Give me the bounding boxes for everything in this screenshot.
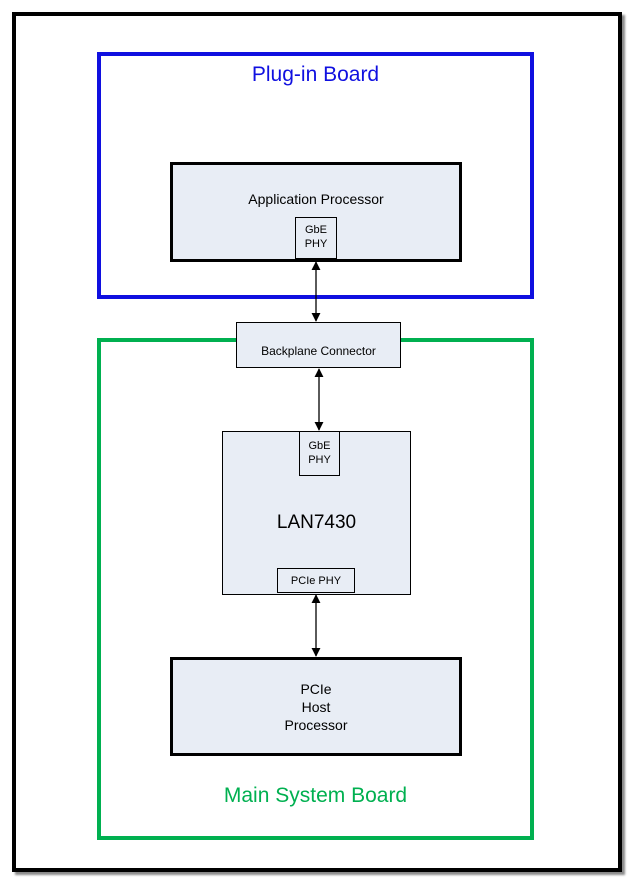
plugin-board-title: Plug-in Board	[251, 63, 380, 86]
gbe-phy-line1: GbE	[304, 224, 327, 236]
lan-gbe-phy-line2: PHY	[308, 454, 331, 466]
pcie-host-processor-label: PCIe Host Processor	[173, 680, 459, 734]
backplane-connector-label: Backplane Connector	[261, 344, 376, 358]
lan7430-pcie-phy: PCIe PHY	[277, 568, 355, 593]
main-system-board-title: Main System Board	[223, 784, 408, 807]
gbe-phy-line2: PHY	[304, 238, 328, 250]
host-line1: PCIe	[300, 681, 332, 697]
lan7430-label: LAN7430	[276, 512, 357, 533]
backplane-connector-block: Backplane Connector	[236, 322, 401, 368]
lan7430-gbe-phy: GbE PHY	[299, 431, 340, 476]
host-line2: Host	[301, 699, 331, 715]
pcie-host-processor-block: PCIe Host Processor	[170, 657, 462, 756]
application-processor-label: Application Processor	[248, 191, 384, 207]
host-line3: Processor	[284, 717, 348, 733]
lan-gbe-phy-line1: GbE	[308, 440, 331, 452]
application-processor-gbe-phy: GbE PHY	[295, 217, 337, 259]
